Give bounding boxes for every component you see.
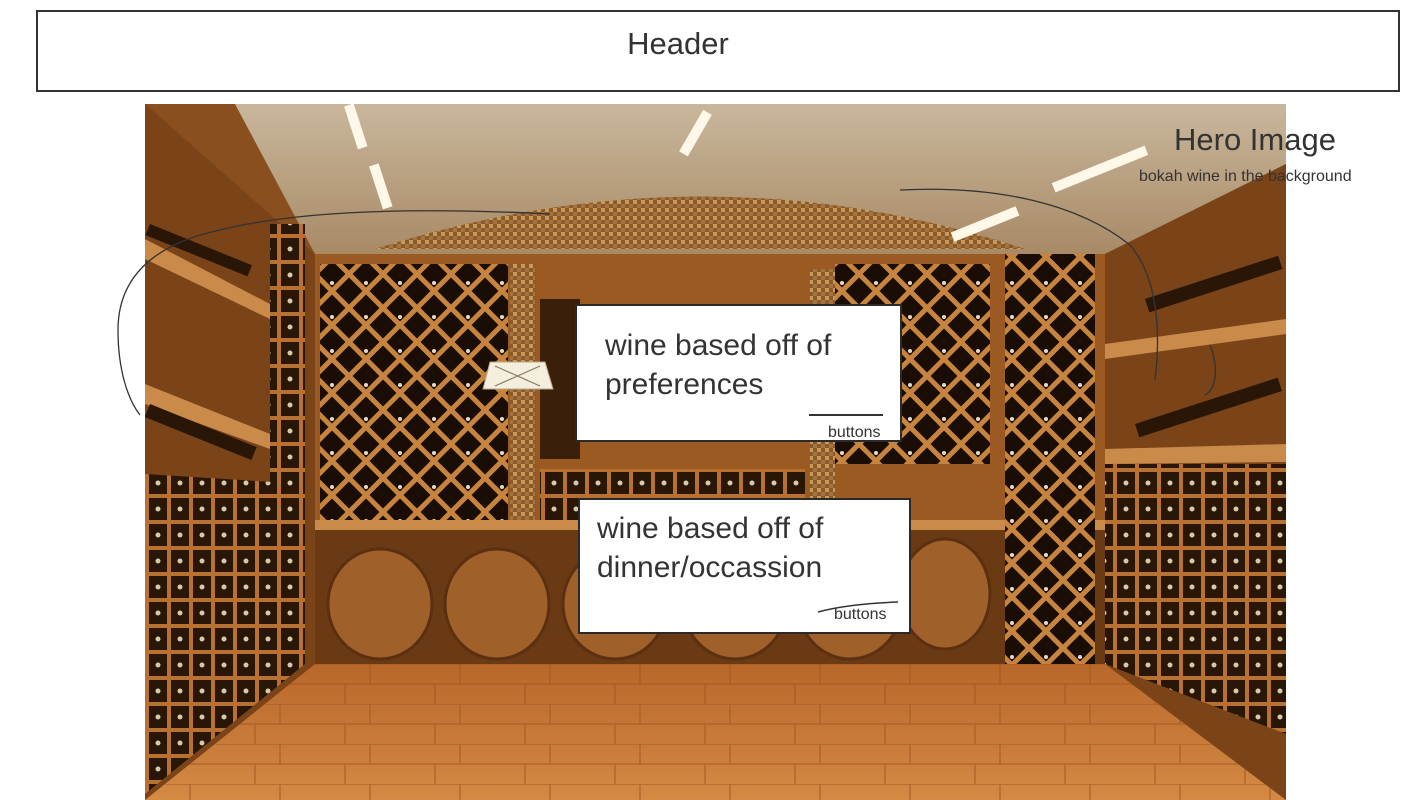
preferences-card-title: wine based off of preferences: [605, 329, 832, 401]
header-title: Header: [627, 26, 729, 61]
preferences-card: wine based off of preferences buttons: [575, 304, 902, 442]
header: Header: [36, 10, 1400, 92]
dinner-occasion-card-title: wine based off of dinner/occassion: [597, 512, 824, 584]
dinner-occasion-buttons[interactable]: buttons: [834, 606, 887, 623]
hero-image-caption: bokah wine in the background: [1139, 168, 1352, 185]
wine-cellar-illustration: [145, 104, 1286, 800]
dinner-occasion-card: wine based off of dinner/occassion butto…: [578, 498, 911, 634]
hero-image-label: Hero Image: [1174, 122, 1336, 157]
hero-image: [145, 104, 1286, 800]
button-placeholder-line: [809, 414, 883, 416]
preferences-buttons[interactable]: buttons: [828, 424, 881, 441]
